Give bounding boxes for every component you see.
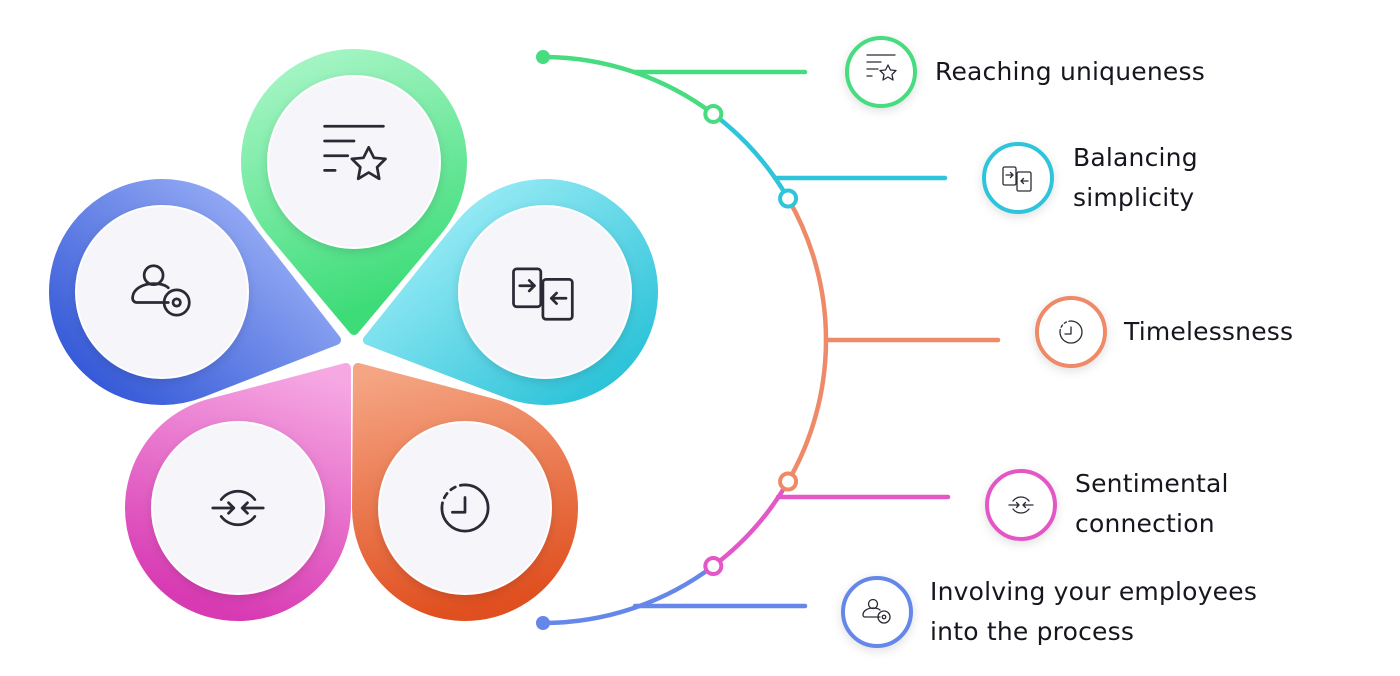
badge-5 <box>841 576 913 648</box>
swap-panels-icon <box>512 267 574 321</box>
petal-inner-circle <box>75 205 249 379</box>
badge-3 <box>1035 296 1107 368</box>
badge-ring <box>982 142 1054 214</box>
arc-node <box>703 556 724 577</box>
arc-segment <box>542 54 715 116</box>
clock-dashed-icon <box>1059 320 1083 344</box>
petal-inner-circle <box>458 205 632 379</box>
petal-5 <box>49 179 341 405</box>
arc-node <box>778 471 799 492</box>
label-badges <box>841 36 1107 648</box>
list-star-icon <box>866 54 897 81</box>
badge-ring <box>985 469 1057 541</box>
arc-segment <box>786 197 829 483</box>
arc-node <box>703 103 724 124</box>
arc-segment <box>711 112 791 200</box>
arc-segment <box>542 564 715 626</box>
label-balancing-simplicity: Balancing simplicity <box>1073 143 1198 212</box>
arc-node <box>778 188 799 209</box>
converge-arrows-icon <box>211 489 265 527</box>
arc-end-dot <box>536 616 550 630</box>
petal-1 <box>241 49 467 335</box>
user-settings-icon <box>131 264 191 317</box>
petal-3 <box>352 363 578 621</box>
swap-panels-icon <box>1002 166 1032 192</box>
user-settings-icon <box>862 598 891 624</box>
arc-segment <box>711 480 791 568</box>
label-reaching-uniqueness: Reaching uniqueness <box>935 57 1205 86</box>
badge-2 <box>982 142 1054 214</box>
label-timelessness: Timelessness <box>1124 317 1294 346</box>
petal-inner-circle <box>151 421 325 595</box>
petal-4 <box>125 363 351 621</box>
badge-1 <box>845 36 917 108</box>
petal-flower <box>49 49 658 621</box>
badge-4 <box>985 469 1057 541</box>
label-involving-employees: Involving your employees into the proces… <box>930 577 1258 646</box>
arc-end-dot <box>536 50 550 64</box>
petal-2 <box>363 179 658 405</box>
timeline-arc <box>536 50 1001 630</box>
converge-arrows-icon <box>1008 496 1034 514</box>
badge-ring <box>841 576 913 648</box>
clock-dashed-icon <box>440 483 490 533</box>
label-sentimental-connection: Sentimental connection <box>1075 469 1229 538</box>
list-star-icon <box>323 124 387 181</box>
